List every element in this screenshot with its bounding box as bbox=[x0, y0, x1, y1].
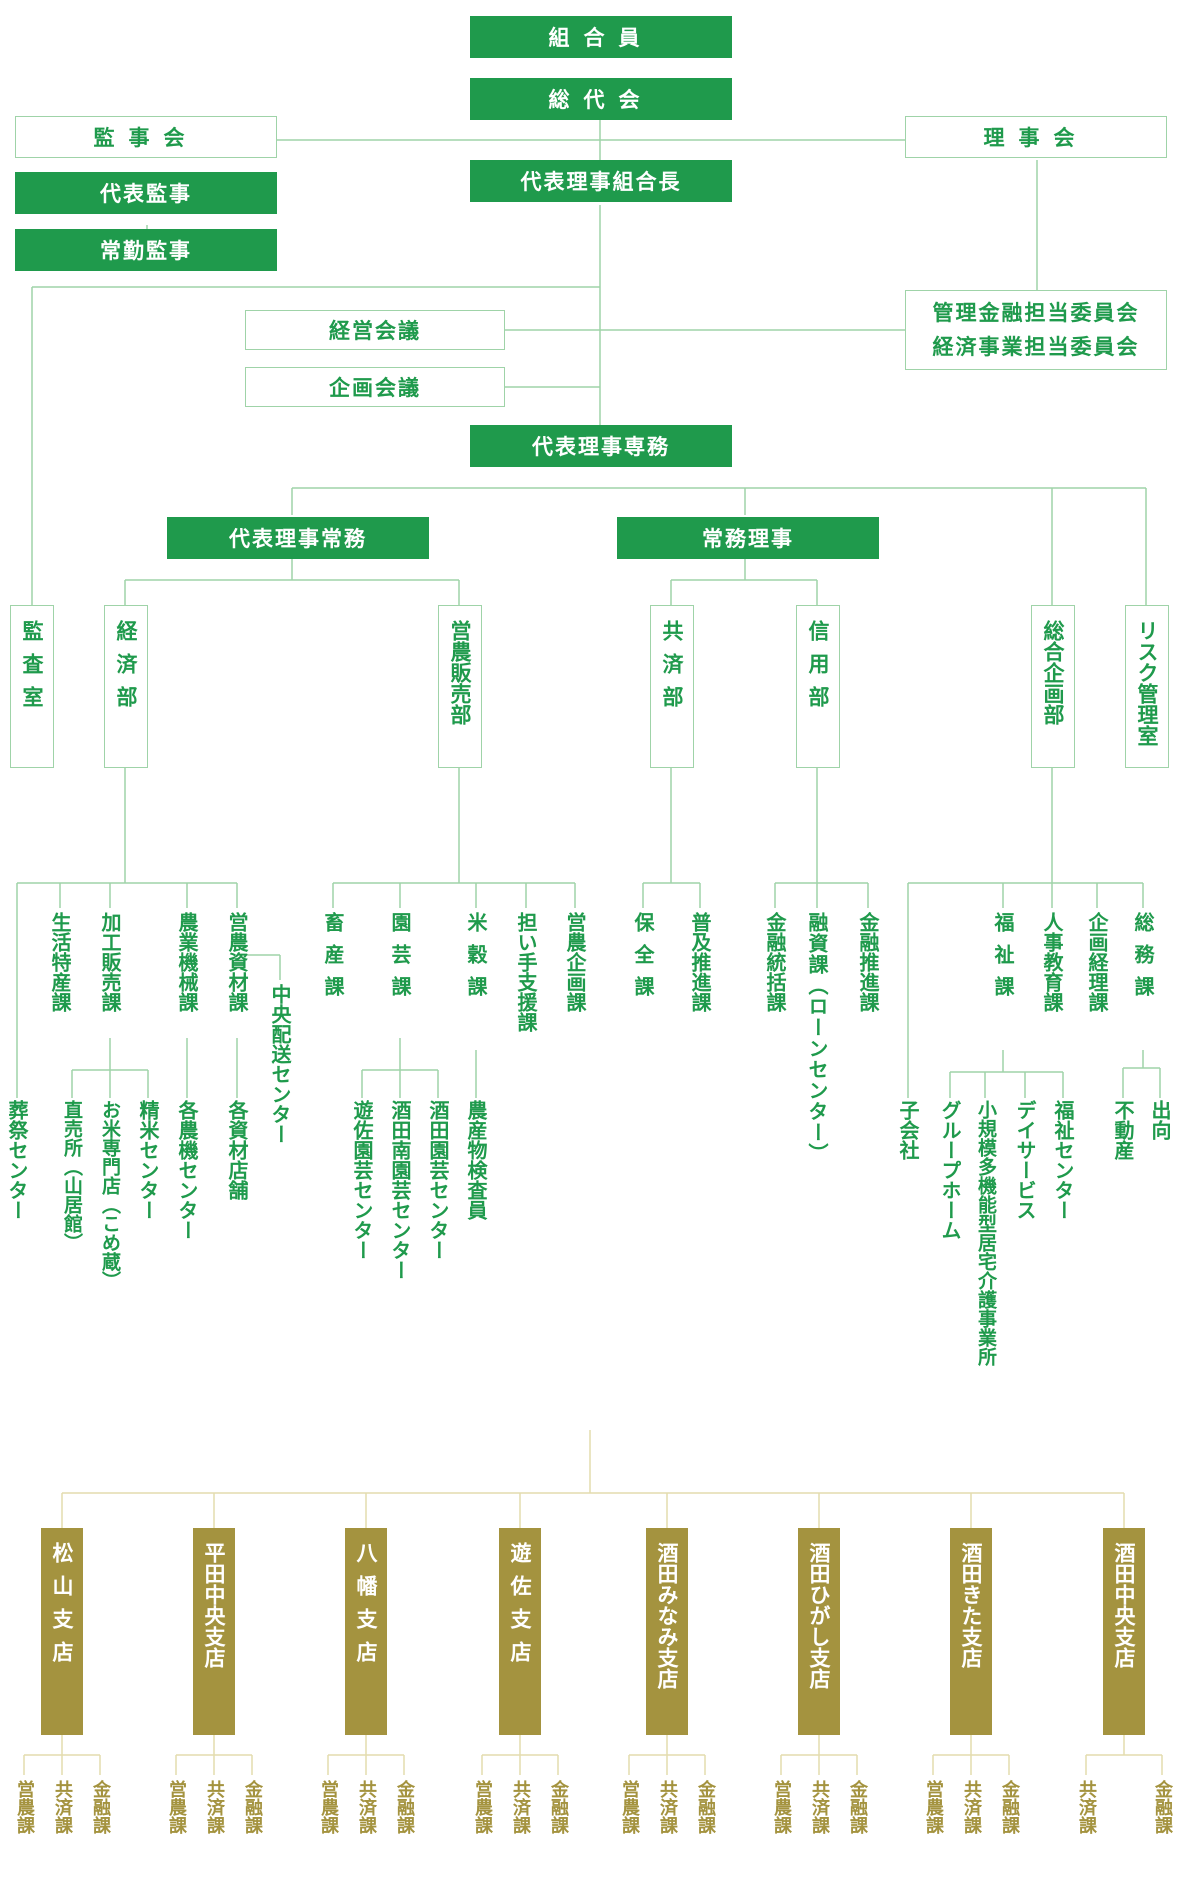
members-box: 組合員 bbox=[470, 16, 732, 58]
dept-kyosai: 共済部 bbox=[650, 605, 694, 768]
branch-box: 酒田中央支店 bbox=[1103, 1528, 1145, 1735]
section-small-care: 小規模多機能型居宅介護事業所 bbox=[975, 1100, 997, 1366]
branch-section: 営農課 bbox=[14, 1780, 35, 1834]
branch-section: 営農課 bbox=[318, 1780, 339, 1834]
section-machine-centers: 各農機センター bbox=[175, 1100, 199, 1240]
branch-section: 共済課 bbox=[510, 1780, 531, 1834]
section-loan: 融資課（ローンセンター） bbox=[805, 912, 829, 1164]
section-general-affairs: 総務課 bbox=[1131, 912, 1155, 1008]
branch-section: 金融課 bbox=[695, 1780, 716, 1834]
section-hozen: 保全課 bbox=[631, 912, 655, 1008]
president-box: 代表理事組合長 bbox=[470, 160, 732, 202]
section-hr: 人事教育課 bbox=[1040, 912, 1064, 1012]
branch-section: 営農課 bbox=[771, 1780, 792, 1834]
section-direct-shop: 直売所（山居館） bbox=[61, 1100, 83, 1252]
section-farmer-support: 担い手支援課 bbox=[514, 912, 538, 1032]
section-real-estate: 不動産 bbox=[1111, 1100, 1135, 1160]
dept-sogo: 総合企画部 bbox=[1031, 605, 1075, 768]
auditors-box: 監事会 bbox=[15, 116, 277, 158]
branch-section: 営農課 bbox=[166, 1780, 187, 1834]
section-horticulture: 園芸課 bbox=[388, 912, 412, 1008]
dept-shinyo: 信用部 bbox=[796, 605, 840, 768]
jomu-box: 常務理事 bbox=[617, 517, 879, 559]
branch-section: 共済課 bbox=[1076, 1780, 1097, 1834]
branch-section: 共済課 bbox=[356, 1780, 377, 1834]
section-planning: 営農企画課 bbox=[563, 912, 587, 1012]
branch-section: 金融課 bbox=[548, 1780, 569, 1834]
section-materials: 営農資材課 bbox=[225, 912, 249, 1012]
section-sakata-south: 酒田南園芸センター bbox=[388, 1100, 412, 1280]
full-auditor-box: 常勤監事 bbox=[15, 229, 277, 271]
dept-keizai: 経済部 bbox=[104, 605, 148, 768]
branch-section: 金融課 bbox=[847, 1780, 868, 1834]
section-yusa-center: 遊佐園芸センター bbox=[350, 1100, 374, 1260]
plan-meeting-box: 企画会議 bbox=[245, 367, 505, 407]
section-material-shops: 各資材店舗 bbox=[225, 1100, 249, 1200]
branch-section: 営農課 bbox=[923, 1780, 944, 1834]
branch-section: 共済課 bbox=[809, 1780, 830, 1834]
mgmt-meeting-box: 経営会議 bbox=[245, 310, 505, 350]
branch-box: 松山支店 bbox=[41, 1528, 83, 1735]
section-group-home: グループホーム bbox=[938, 1100, 962, 1240]
committee-box: 管理金融担当委員会 経済事業担当委員会 bbox=[905, 290, 1167, 370]
section-secondment: 出向 bbox=[1148, 1100, 1172, 1140]
section-finance-promo: 金融推進課 bbox=[856, 912, 880, 1012]
section-promotion: 普及推進課 bbox=[688, 912, 712, 1012]
branch-box: 八幡支店 bbox=[345, 1528, 387, 1735]
section-machinery: 農業機械課 bbox=[175, 912, 199, 1012]
dept-audit: 監査室 bbox=[10, 605, 54, 768]
senmu-box: 代表理事専務 bbox=[470, 425, 732, 467]
dept-risk: リスク管理室 bbox=[1125, 605, 1169, 768]
section-living: 生活特産課 bbox=[48, 912, 72, 1012]
branch-section: 共済課 bbox=[961, 1780, 982, 1834]
section-day-service: デイサービス bbox=[1013, 1100, 1037, 1220]
branch-section: 金融課 bbox=[999, 1780, 1020, 1834]
branch-section: 共済課 bbox=[204, 1780, 225, 1834]
section-subsidiary: 子会社 bbox=[896, 1100, 920, 1160]
section-welfare: 福祉課 bbox=[991, 912, 1015, 1008]
section-livestock: 畜産課 bbox=[321, 912, 345, 1008]
committee-label-1: 管理金融担当委員会 bbox=[932, 301, 1140, 325]
section-processing: 加工販売課 bbox=[98, 912, 122, 1012]
section-sakata-center: 酒田園芸センター bbox=[426, 1100, 450, 1260]
branch-section: 営農課 bbox=[472, 1780, 493, 1834]
branch-section: 共済課 bbox=[657, 1780, 678, 1834]
committee-label-2: 経済事業担当委員会 bbox=[932, 335, 1140, 359]
section-planning-acct: 企画経理課 bbox=[1085, 912, 1109, 1012]
branch-box: 酒田きた支店 bbox=[950, 1528, 992, 1735]
section-rice: 米穀課 bbox=[464, 912, 488, 1008]
branch-section: 金融課 bbox=[1152, 1780, 1173, 1834]
section-funeral: 葬祭センター bbox=[5, 1100, 29, 1220]
section-welfare-center: 福祉センター bbox=[1051, 1100, 1075, 1220]
branch-section: 金融課 bbox=[394, 1780, 415, 1834]
section-finance-general: 金融統括課 bbox=[763, 912, 787, 1012]
board-box: 理事会 bbox=[905, 116, 1167, 158]
branch-section: 営農課 bbox=[619, 1780, 640, 1834]
dept-einou-sales: 営農販売部 bbox=[438, 605, 482, 768]
jomu-rep-box: 代表理事常務 bbox=[167, 517, 429, 559]
delegates-box: 総代会 bbox=[470, 78, 732, 120]
branch-box: 遊佐支店 bbox=[499, 1528, 541, 1735]
branch-box: 酒田みなみ支店 bbox=[646, 1528, 688, 1735]
branch-box: 酒田ひがし支店 bbox=[798, 1528, 840, 1735]
branch-box: 平田中央支店 bbox=[193, 1528, 235, 1735]
section-rice-mill: 精米センター bbox=[136, 1100, 160, 1220]
branch-section: 金融課 bbox=[242, 1780, 263, 1834]
branch-section: 金融課 bbox=[90, 1780, 111, 1834]
section-inspector: 農産物検査員 bbox=[464, 1100, 488, 1220]
section-rice-shop: お米専門店（こめ蔵） bbox=[99, 1100, 121, 1290]
section-delivery: 中央配送センター bbox=[268, 984, 292, 1144]
rep-auditor-box: 代表監事 bbox=[15, 172, 277, 214]
branch-section: 共済課 bbox=[52, 1780, 73, 1834]
